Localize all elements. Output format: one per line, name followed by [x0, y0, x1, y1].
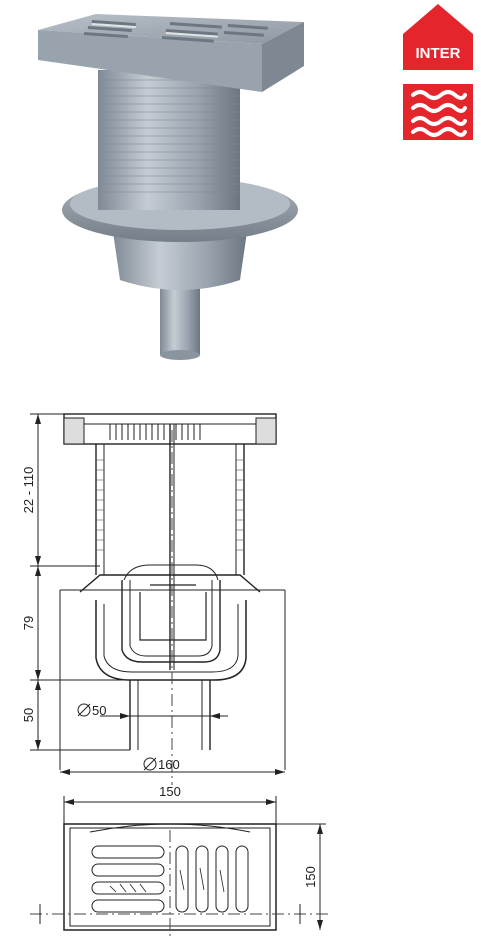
diameter-symbol-icon: [77, 703, 91, 717]
dim-outlet-diameter: 50: [92, 703, 106, 718]
inter-label: INTER: [416, 45, 461, 62]
diameter-symbol-icon: [143, 757, 157, 771]
arrow-up-icon: [403, 4, 473, 34]
water-waves-icon: [403, 84, 473, 140]
dim-body-height: 79: [21, 616, 36, 630]
dim-depth: 150: [303, 866, 318, 888]
section-drawing: 22 - 110 79 50 50 160: [21, 413, 286, 785]
dim-width: 150: [159, 784, 181, 799]
dim-height-adjust: 22 - 110: [21, 467, 36, 514]
floor-drain-photo: [38, 14, 304, 360]
dim-outlet-height: 50: [21, 708, 36, 722]
top-view-drawing: 150 150: [30, 784, 330, 938]
dim-flange-diameter: 160: [158, 757, 180, 772]
inter-badge: INTER: [395, 0, 481, 140]
